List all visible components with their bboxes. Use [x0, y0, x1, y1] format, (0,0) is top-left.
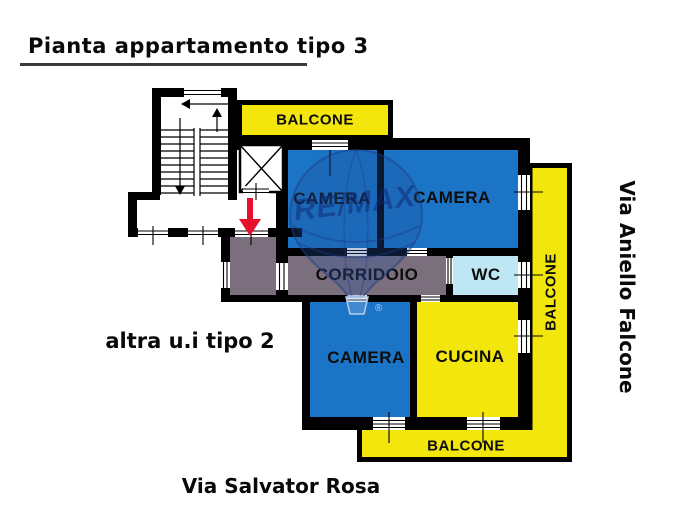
window-symbol: [514, 320, 543, 353]
corridoio-label: CORRIDOIO: [316, 265, 419, 285]
door-symbol: [276, 263, 288, 290]
balloon-basket: [345, 296, 369, 315]
wall: [128, 192, 160, 200]
title-underline: [20, 63, 307, 66]
wall: [229, 295, 530, 302]
door-symbol: [243, 183, 269, 200]
street-label-bottom: Via Salvator Rosa: [181, 474, 381, 498]
door-symbol: [347, 248, 367, 256]
page-title: Pianta appartamento tipo 3: [28, 34, 369, 58]
camera-3-label: CAMERA: [327, 348, 405, 367]
door-symbol: [446, 258, 453, 284]
wall: [152, 88, 161, 195]
balloon-icon: RE/MAX ®: [288, 148, 424, 315]
cucina-label: CUCINA: [435, 347, 505, 366]
window-symbol: [138, 226, 168, 245]
window-symbol: [467, 412, 500, 443]
entrance-arrow: [239, 198, 261, 236]
room-entrance: [229, 237, 276, 295]
room-wc: [453, 256, 518, 295]
balcone-bottom-label: BALCONE: [427, 437, 505, 455]
camera-1-label: CAMERA: [293, 189, 371, 209]
wall: [228, 88, 237, 200]
door-symbol: [184, 88, 221, 97]
window-symbol: [373, 412, 405, 443]
street-label-right: Via Aniello Falcone: [615, 180, 639, 394]
balcony-top-shape: [237, 100, 393, 140]
window-symbol: [514, 262, 543, 288]
wall: [377, 150, 384, 256]
room-camera-3: [310, 302, 410, 417]
camera-2-label: CAMERA: [413, 188, 491, 207]
room-camera-1: [288, 150, 377, 248]
elevator: [238, 143, 285, 194]
window-symbol: [188, 226, 218, 245]
wall: [288, 248, 518, 256]
door-symbol: [421, 295, 440, 302]
balcone-top-label: BALCONE: [276, 111, 354, 129]
wall: [410, 302, 417, 417]
room-camera-2: [384, 150, 518, 248]
other-unit-note: altra u.i tipo 2: [105, 329, 275, 353]
wall: [128, 195, 137, 237]
window-symbol: [514, 175, 543, 210]
staircase: [161, 99, 228, 196]
balcony-right-bottom-shape: [357, 163, 572, 462]
wall: [302, 295, 310, 430]
door-symbol: [221, 262, 230, 288]
registered-mark: ®: [375, 303, 383, 314]
wc-label: WC: [471, 265, 501, 284]
room-cucina: [417, 302, 518, 417]
wall: [237, 138, 530, 150]
